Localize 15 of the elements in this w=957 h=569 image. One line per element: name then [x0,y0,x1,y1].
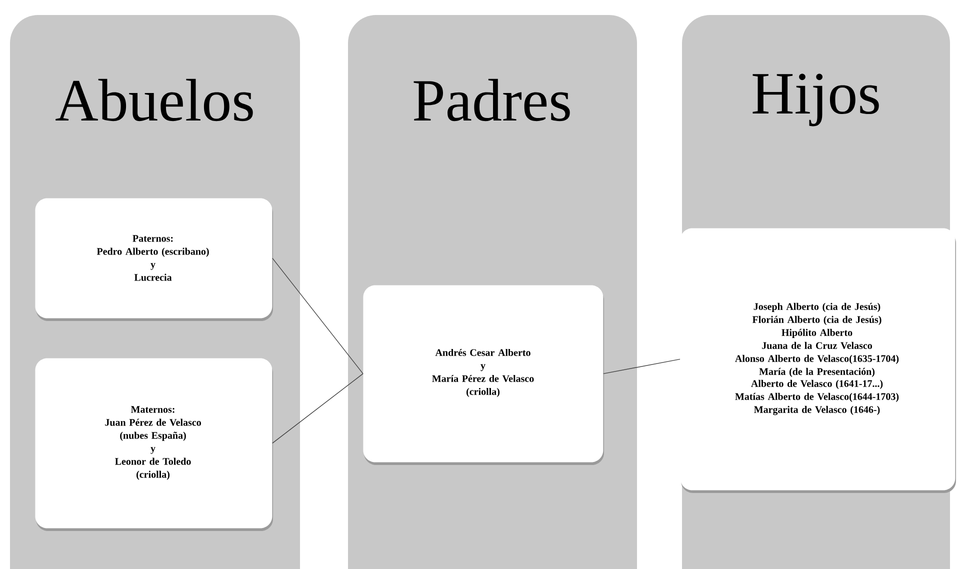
node-label: María (de la Presentación) Alberto de Velasco (1641-17...) [751,368,883,389]
person-box: Joseph Alberto (cia de Jesús) Florián Alberto (cia de Jesús) Hipólito Alberto Juana de la Cruz Velasco Alonso Alberto de Velasco(1635-1704) María (de la Presentación) Alberto de Velasco (1641-17...) Matías Alberto de Velasco(1644-1703) Margarita de Velasco (1646-) [680,228,956,493]
node-label: Matías Alberto de Velasco(1644-1703) [735,392,899,402]
connector-line [272,258,364,374]
connector-line [272,373,364,444]
node-label: Hipólito Alberto [782,328,852,338]
person-box: Maternos: Juan Pérez de Velasco (nubes España) y Leonor de Toledo (criolla) [35,358,273,531]
node-label: Florián Alberto (cia de Jesús) [752,316,882,325]
person-box: Andrés Cesar Alberto y María Pérez de Velasco (criolla) [363,285,604,465]
connector-line [603,358,680,374]
node-label: Juana de la Cruz Velasco [762,342,872,350]
person-box: Paternos: Pedro Alberto (escribano) y Lucrecia [35,198,273,321]
node-label: Margarita de Velasco (1646-) [754,406,880,416]
node-label: Alonso Alberto de Velasco(1635-1704) [735,354,899,364]
node-label: Joseph Alberto (cia de Jesús) [754,302,880,312]
